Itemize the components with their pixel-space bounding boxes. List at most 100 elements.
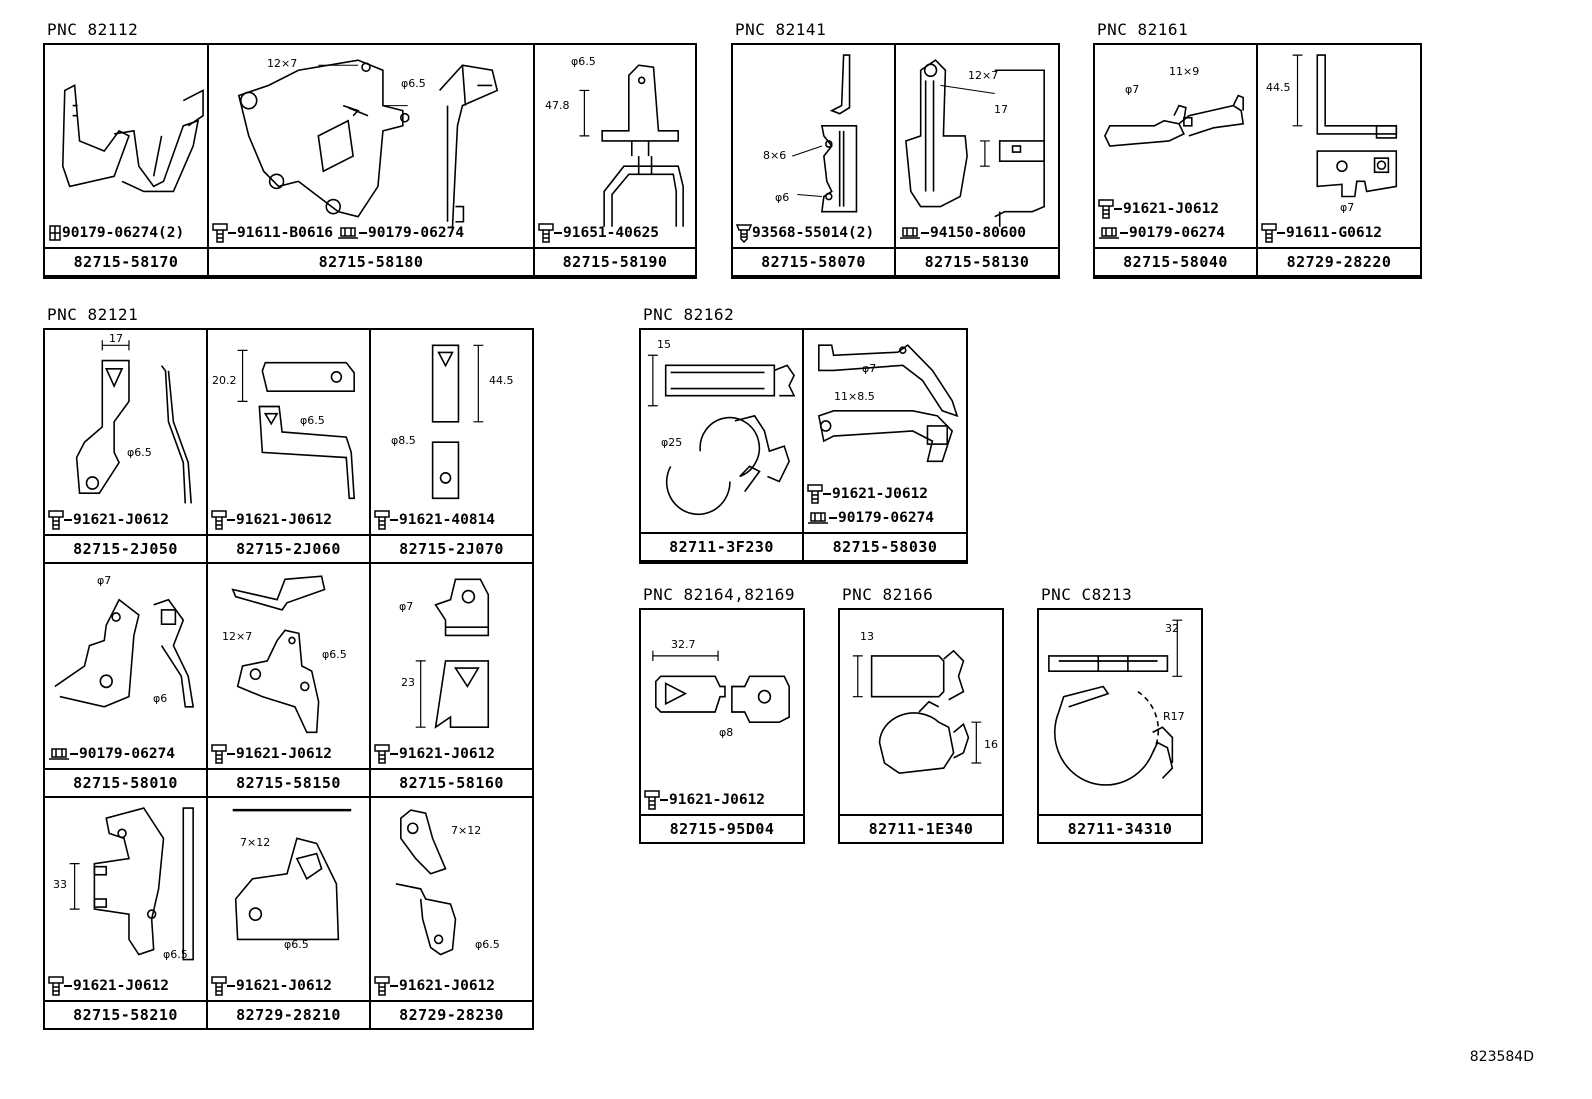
bracket-illustration [415,578,490,729]
dimension-label: 12×7 [968,69,999,82]
part-cell[interactable]: φ6.5 47.8 91651-40625 82715-58190 [535,45,695,277]
part-cell[interactable]: 7×12 φ6.5 91621-J0612 82729-28210 [208,798,371,1028]
part-cell[interactable]: φ7 23 91621-J0612 82715-58160 [371,564,532,798]
pnc-label: PNC 82162 [643,305,735,324]
fastener-list: 94150-80600 [899,221,1056,245]
fastener-code: 91611-B0616 [237,225,334,241]
dimension-label: 44.5 [1266,81,1291,94]
fastener-code: 91621-J0612 [1123,201,1220,217]
part-cell[interactable]: φ7 11×8.5 91621-J0612 90179-06274 82715-… [804,330,966,562]
fastener-code: 90179-06274 [838,510,935,526]
dimension-label: 13 [860,630,874,643]
fastener-row: 91621-J0612 [374,742,530,766]
part-number: 82715-58040 [1095,247,1256,275]
part-cell[interactable]: 7×12 φ6.5 91621-J0612 82729-28230 [371,798,532,1028]
fastener-row: 91621-40814 [374,508,530,532]
part-cell[interactable]: φ7 11×9 91621-J0612 90179-06274 82715-58… [1095,45,1258,277]
hex-bolt-icon [48,510,64,530]
part-cell[interactable]: 44.5 φ7 91611-G0612 82729-28220 [1258,45,1420,277]
part-number: 82715-2J060 [208,534,369,562]
fastener-row: 94150-80600 [899,221,1056,245]
fastener-list: 91651-40625 [538,221,693,245]
dimension-label: 12×7 [222,630,253,643]
fastener-code: 91621-J0612 [832,486,929,502]
fastener-row: 91621-J0612 [807,482,964,506]
part-cell[interactable]: 13 16 82711-1E340 [840,610,1002,842]
flange-nut-icon [49,225,61,241]
dimension-label: 7×12 [451,824,482,837]
part-number: 82715-58180 [209,247,533,275]
dimension-label: 23 [401,676,415,689]
dimension-label: φ7 [1125,83,1140,96]
dimension-label: 16 [984,738,998,751]
fastener-list: 91621-40814 [374,508,530,532]
fastener-row: 93568-55014(2) [736,221,892,245]
bracket-illustration [61,84,204,193]
pnc-label: PNC 82141 [735,20,827,39]
fastener-code: 90179-06274 [1129,225,1226,241]
bracket-illustration [237,59,499,227]
bracket-illustration [237,349,356,500]
fastener-code: 91621-J0612 [236,978,333,994]
part-cell[interactable]: 44.5 φ8.5 91621-40814 82715-2J070 [371,330,532,564]
fastener-row: 91621-J0612 [211,742,367,766]
dimension-label: 20.2 [212,374,237,387]
part-cell[interactable]: φ7 φ6 90179-06274 82715-58010 [45,564,208,798]
fastener-code: 91621-J0612 [73,978,170,994]
clamp-illustration [852,649,982,775]
part-cell[interactable]: 8×6 φ6 93568-55014(2) 82715-58070 [733,45,896,277]
dimension-label: φ7 [399,600,414,613]
dimension-label: φ8.5 [391,434,416,447]
fastener-code: 91611-G0612 [1286,225,1383,241]
dimension-label: φ6.5 [475,938,500,951]
dimension-label: 7×12 [240,836,271,849]
dimension-label: 32 [1165,622,1179,635]
fastener-row: 91621-J0612 [1098,197,1254,221]
dimension-label: 17 [109,332,123,345]
part-cell[interactable]: 20.2 φ6.5 91621-J0612 82715-2J060 [208,330,371,564]
fastener-list: 91621-J0612 [374,974,530,998]
dimension-label: φ6.5 [163,948,188,961]
part-cell[interactable]: 32.7 φ8 91621-J0612 82715-95D04 [641,610,803,842]
fastener-row: 91621-J0612 [48,508,204,532]
fastener-list: 91621-J0612 [211,742,367,766]
dimension-label: R17 [1163,710,1185,723]
part-cell[interactable]: 90179-06274(2) 82715-58170 [45,45,209,277]
dimension-label: φ8 [719,726,734,739]
pnc-label: PNC 82161 [1097,20,1189,39]
fastener-code: 93568-55014(2) [752,225,875,241]
fastener-code: 91621-J0612 [399,978,496,994]
fastener-list: 91611-G0612 [1261,221,1418,245]
part-cell[interactable]: 15 φ25 82711-3F230 [641,330,804,562]
part-cell[interactable]: 33 φ6.5 91621-J0612 82715-58210 [45,798,208,1028]
dimension-label: 47.8 [545,99,570,112]
part-cell[interactable]: 12×7 φ6.5 91621-J0612 82715-58150 [208,564,371,798]
part-number: 82715-2J050 [45,534,206,562]
dimension-label: φ6.5 [571,55,596,68]
part-number: 82715-58010 [45,768,206,796]
flange-nut-icon [1099,227,1119,239]
part-group-82121: 17 φ6.5 91621-J0612 82715-2J050 20.2 φ6.… [43,328,534,1030]
fastener-code: 91651-40625 [563,225,660,241]
part-cell[interactable]: 12×7 17 94150-80600 82715-58130 [896,45,1058,277]
part-cell[interactable]: 17 φ6.5 91621-J0612 82715-2J050 [45,330,208,564]
part-group-82166: 13 16 82711-1E340 [838,608,1004,844]
part-number: 82715-58190 [535,247,695,275]
hex-bolt-icon [212,223,228,243]
fastener-list: 91621-J0612 [48,974,204,998]
part-group-82164: 32.7 φ8 91621-J0612 82715-95D04 [639,608,805,844]
bracket-illustration [1103,94,1245,147]
hex-bolt-icon [807,484,823,504]
part-cell[interactable]: 32 R17 82711-34310 [1039,610,1201,842]
fastener-code: 91621-J0612 [236,512,333,528]
part-cell[interactable]: 12×7 φ6.5 91611-B0616 90179-06274 82715-… [209,45,535,277]
part-number: 82729-28220 [1258,247,1420,275]
hex-bolt-icon [1098,199,1114,219]
screw-icon [736,224,752,243]
fastener-row: 91651-40625 [538,221,693,245]
bracket-illustration [905,59,1045,227]
part-number: 82715-58170 [45,247,207,275]
clamp-illustration [1048,619,1183,786]
bracket-illustration [817,344,959,463]
bracket-illustration [75,340,192,504]
